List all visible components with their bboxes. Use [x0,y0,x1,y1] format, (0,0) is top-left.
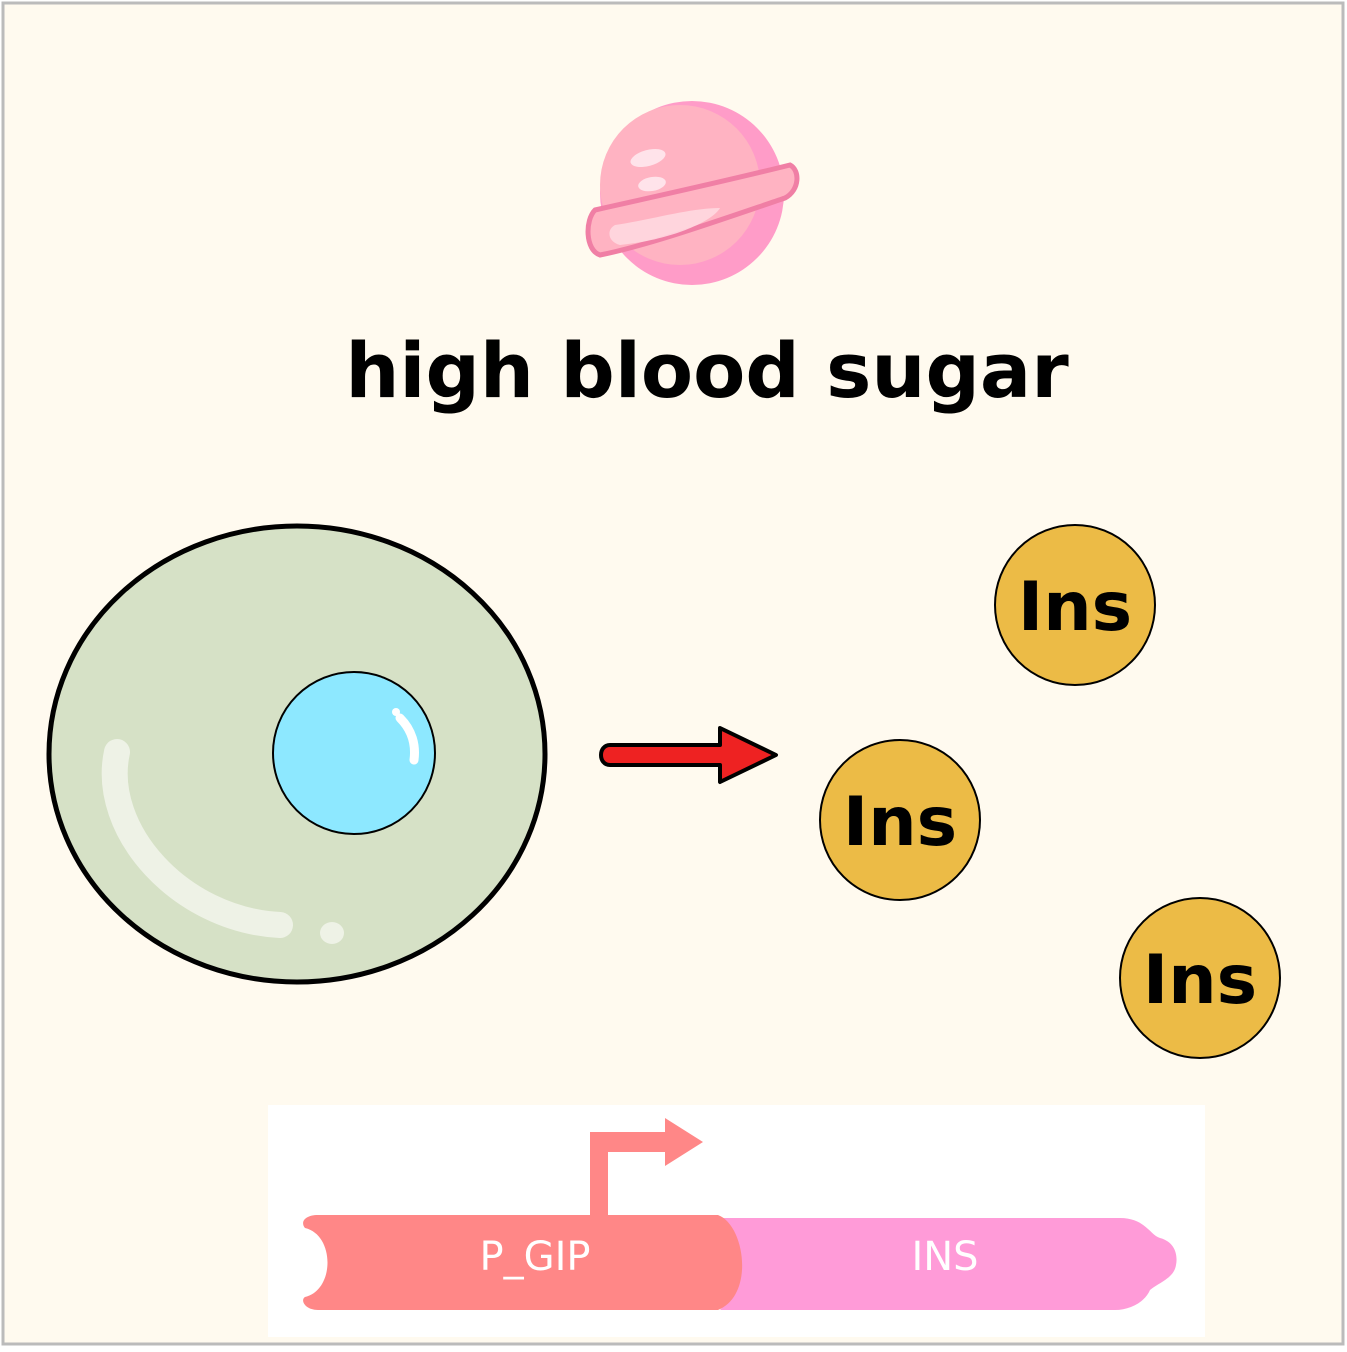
insulin-molecule: Ins [994,524,1156,686]
insulin-molecule: Ins [1119,897,1281,1059]
insulin-molecule: Ins [819,739,981,901]
promoter-part [303,1215,743,1310]
candy-icon [585,101,800,285]
diagram-title: high blood sugar [345,326,1069,415]
promoter-label: P_GIP [479,1234,590,1280]
insulin-label: Ins [1143,941,1257,1020]
insulin-label: Ins [843,783,957,862]
arrow-right-icon [599,726,778,784]
promoter-arrow-icon [590,1118,703,1222]
nucleus-icon [272,671,436,835]
coding-part [720,1218,1177,1310]
coding-label: INS [911,1234,978,1280]
insulin-label: Ins [1018,568,1132,647]
gene-construct: INS P_GIP [268,1105,1205,1337]
